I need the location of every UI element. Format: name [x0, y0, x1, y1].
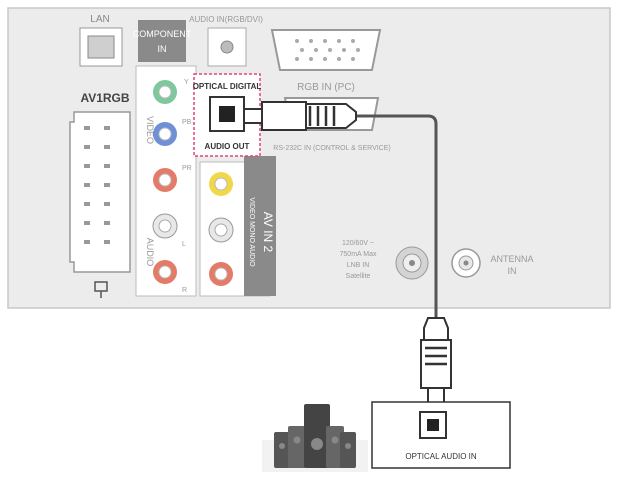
- optical-out-label-bottom: AUDIO OUT: [205, 142, 250, 151]
- jack-y: [153, 80, 177, 104]
- jack-audio-r: [153, 260, 177, 284]
- rgb-pins: [295, 39, 360, 61]
- component-label-2: IN: [158, 44, 167, 54]
- rgb-in-port: [270, 29, 382, 71]
- jack-pb: [153, 122, 177, 146]
- usb-icon: [94, 281, 108, 298]
- jack-y-label: Y: [184, 79, 189, 86]
- cable-plug-lower-grip: [425, 346, 447, 366]
- component-label: COMPONENT: [133, 29, 192, 39]
- lan-port-inner: [87, 35, 115, 59]
- power-label-3: LNB IN: [347, 262, 370, 269]
- av-in-2-label: AV IN 2: [261, 212, 275, 253]
- av-in-2-label-bar: [244, 156, 276, 296]
- jack-av2-audio-r: [209, 262, 233, 286]
- antenna-jack: [451, 248, 481, 278]
- jack-pr-label: PR: [182, 165, 192, 172]
- component-label-box: [138, 20, 186, 62]
- speaker-system-icon: [262, 404, 368, 472]
- audio-label: AUDIO: [145, 238, 155, 267]
- cable-plug-lower-boot: [423, 317, 449, 341]
- jack-l-label: L: [182, 241, 186, 248]
- power-label-2: 750mA Max: [340, 251, 377, 258]
- cable-plug-upper-boot: [305, 103, 357, 129]
- optical-out-port-inner: [219, 106, 235, 122]
- lnb-jack: [395, 246, 429, 280]
- audio-in-label: AUDIO IN(RGB/DVI): [189, 15, 263, 24]
- power-label-1: 120/60V ~: [342, 240, 374, 247]
- optical-out-label-top: OPTICAL DIGITAL: [193, 82, 262, 91]
- cable-plug-upper-body: [261, 101, 307, 131]
- av-in-2-sub: VIDEO MONO AUDIO: [248, 197, 255, 267]
- scart-pins: [84, 126, 110, 244]
- jack-av2-video: [209, 172, 233, 196]
- antenna-label-1: ANTENNA: [490, 254, 533, 264]
- cable-plug-upper-grip: [308, 106, 336, 126]
- jack-pb-label: PB: [182, 119, 192, 126]
- lan-label: LAN: [90, 14, 109, 25]
- optical-cable: [356, 114, 438, 318]
- audio-in-jack: [220, 40, 234, 54]
- optical-in-port-inner: [427, 419, 439, 431]
- jack-av2-audio-l: [208, 217, 234, 243]
- rs232c-label: RS-232C IN (CONTROL & SERVICE): [273, 145, 390, 152]
- antenna-label-2: IN: [508, 266, 517, 276]
- jack-r-label: R: [182, 287, 187, 294]
- power-label-4: Satellite: [346, 273, 371, 280]
- jack-audio-l: [152, 213, 178, 239]
- jack-pr: [153, 168, 177, 192]
- av1-label: AV1RGB: [80, 91, 129, 105]
- scart-connector: [69, 111, 131, 273]
- video-label: VIDEO: [145, 116, 155, 144]
- rgb-in-label: RGB IN (PC): [297, 82, 355, 93]
- optical-in-label: OPTICAL AUDIO IN: [405, 452, 476, 461]
